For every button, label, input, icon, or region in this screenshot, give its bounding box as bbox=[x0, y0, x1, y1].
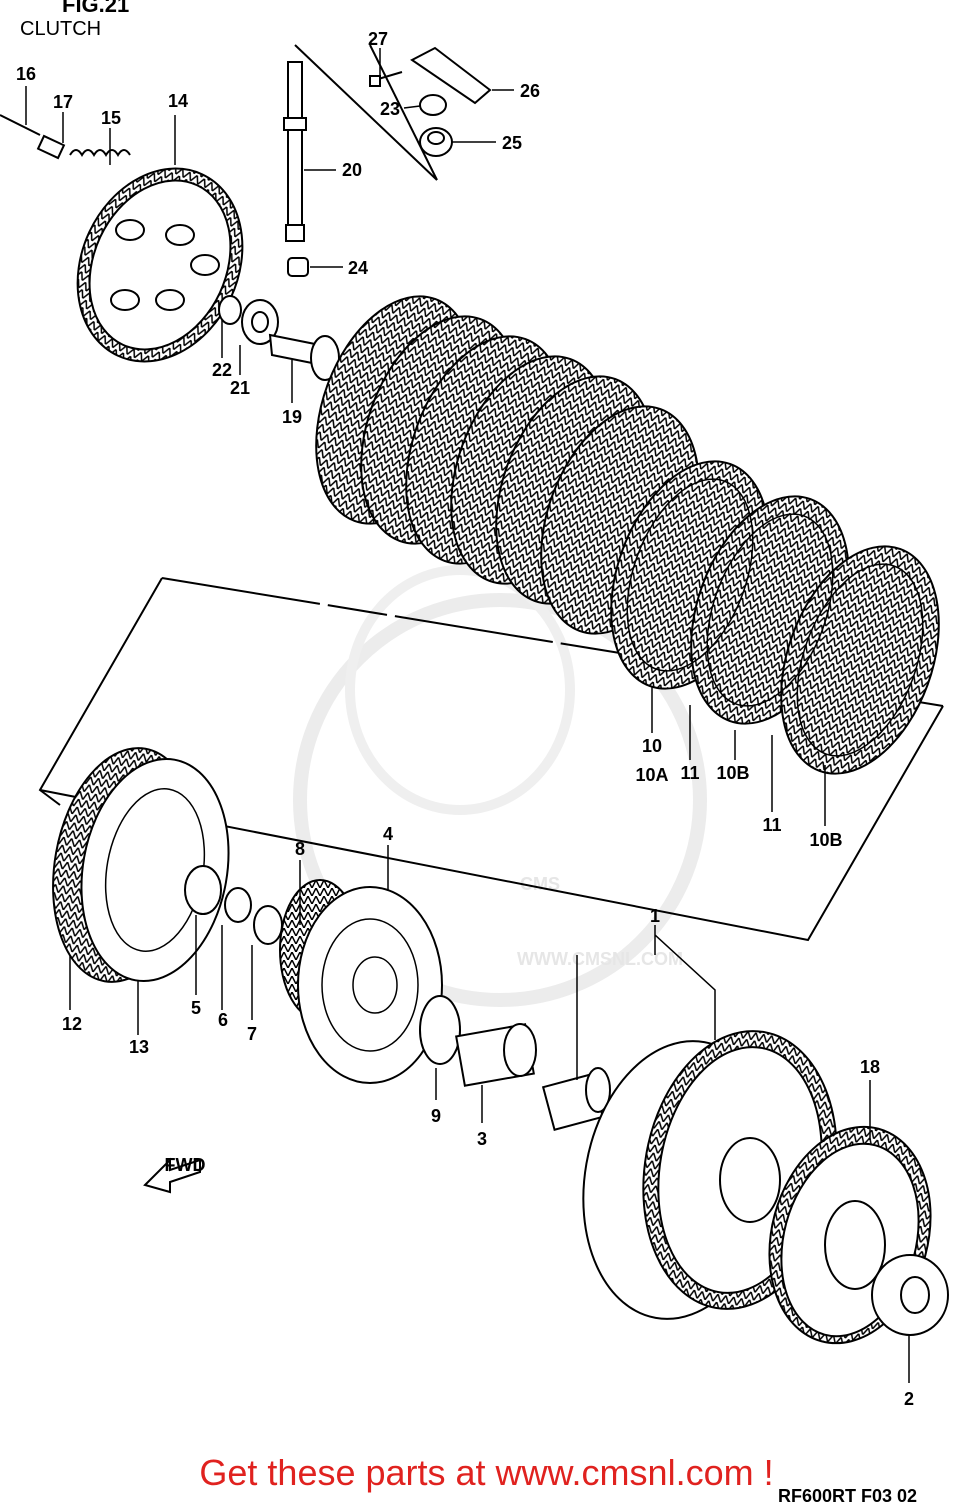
callout-9: 9 bbox=[431, 1106, 441, 1126]
clutch-hub-4-8 bbox=[279, 879, 443, 1084]
callout-10: 10 bbox=[642, 736, 662, 756]
release-lever-group bbox=[369, 46, 492, 157]
frame-right-line bbox=[39, 705, 944, 942]
figure-number: FIG.21 bbox=[62, 0, 130, 17]
callout-6: 6 bbox=[218, 1010, 228, 1030]
callout-20: 20 bbox=[342, 160, 362, 180]
callout-11a: 11 bbox=[680, 763, 699, 783]
starter-gear-18-2 bbox=[768, 1125, 949, 1345]
watermark-url: WWW.CMSNL.COM bbox=[517, 949, 683, 969]
callout-24: 24 bbox=[348, 258, 368, 278]
fwd-arrow-icon: FWD bbox=[143, 1155, 206, 1194]
callout-3: 3 bbox=[477, 1129, 487, 1149]
spring-bolt-set bbox=[0, 114, 131, 160]
diagram-code: RF600RT F03 02 bbox=[778, 1486, 918, 1506]
release-shaft-20 bbox=[283, 61, 307, 242]
watermark-face bbox=[345, 565, 575, 815]
callout-22: 22 bbox=[212, 360, 232, 380]
callout-21: 21 bbox=[230, 378, 250, 398]
callout-7: 7 bbox=[247, 1024, 257, 1044]
fwd-label: FWD bbox=[165, 1155, 206, 1175]
figure-subtitle: CLUTCH bbox=[20, 18, 102, 40]
callout-10b-a: 10B bbox=[716, 763, 749, 783]
footer-cta-link[interactable]: Get these parts at www.cmsnl.com ! bbox=[199, 1452, 774, 1493]
frame-lever-line-1 bbox=[294, 44, 438, 181]
callout-2: 2 bbox=[904, 1389, 914, 1409]
bearing-24 bbox=[287, 257, 309, 277]
callout-10a: 10A bbox=[635, 765, 668, 785]
push-piece-19 bbox=[268, 333, 340, 381]
watermark: CMS WWW.CMSNL.COM bbox=[293, 565, 707, 1007]
callout-8: 8 bbox=[295, 839, 305, 859]
watermark-ring bbox=[293, 593, 707, 1007]
frame-lever-line-2 bbox=[369, 44, 438, 181]
spacer-sleeve bbox=[541, 1067, 611, 1131]
callout-17: 17 bbox=[53, 92, 73, 112]
nut-washer-5-6-7 bbox=[184, 865, 283, 945]
clutch-outer-12-13 bbox=[52, 747, 230, 983]
release-bearing-21-22 bbox=[218, 295, 279, 345]
callout-23: 23 bbox=[380, 99, 400, 119]
callout-27: 27 bbox=[368, 29, 388, 49]
callout-13: 13 bbox=[129, 1037, 149, 1057]
callout-16: 16 bbox=[16, 64, 36, 84]
callout-4: 4 bbox=[383, 824, 393, 844]
callout-14: 14 bbox=[168, 91, 188, 111]
callout-5: 5 bbox=[191, 998, 201, 1018]
clutch-plate-stack bbox=[315, 295, 940, 775]
callout-15: 15 bbox=[101, 108, 121, 128]
callout-1: 1 bbox=[650, 906, 660, 926]
callout-18: 18 bbox=[860, 1057, 880, 1077]
callout-26: 26 bbox=[520, 81, 540, 101]
pressure-plate-14 bbox=[76, 167, 244, 363]
washer-bearing-9-3 bbox=[419, 995, 537, 1087]
callout-11b: 11 bbox=[762, 815, 781, 835]
leader-lines bbox=[25, 48, 910, 1383]
callout-19: 19 bbox=[282, 407, 302, 427]
callout-10b-b: 10B bbox=[809, 830, 842, 850]
callout-12: 12 bbox=[62, 1014, 82, 1034]
callout-labels: 1 2 3 4 5 6 7 8 9 10 10A 11 10B 11 10B 1… bbox=[16, 29, 914, 1409]
callout-25: 25 bbox=[502, 133, 522, 153]
